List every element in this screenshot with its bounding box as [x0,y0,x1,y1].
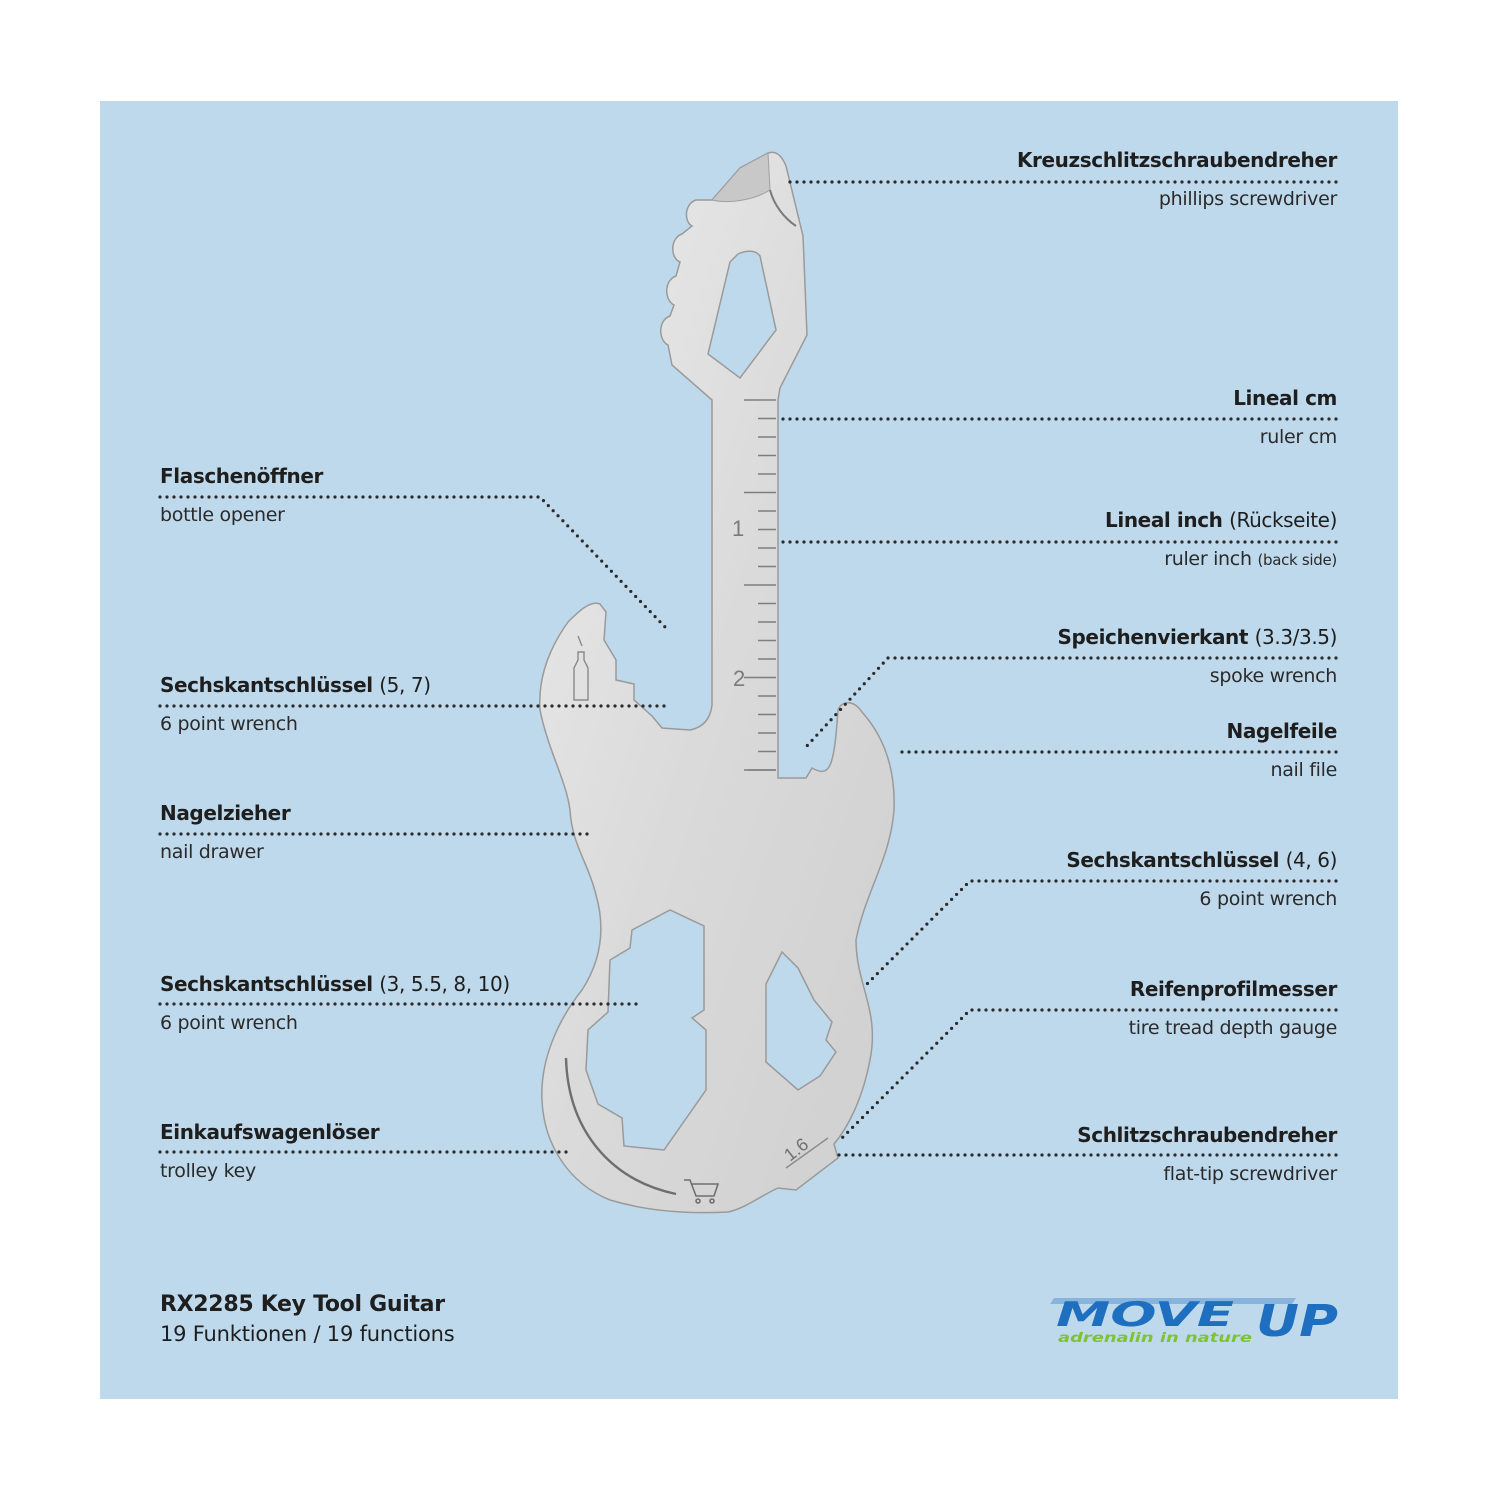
label-nailfile: Nagelfeile nail file [1226,719,1337,781]
phillips-tip-bevel [711,152,771,203]
leader-bottle [158,495,668,630]
leader-lines [158,180,1338,1157]
label-flat: Schlitzschraubendreher flat-tip screwdri… [1077,1123,1337,1185]
guitar-tool-outline [539,151,895,1214]
trolley-arc [564,1057,677,1196]
logo-word-up: UP [1256,1296,1338,1347]
label-tire: Reifenprofilmesser tire tread depth gaug… [1128,977,1338,1039]
label-nail-drawer: Nagelzieher nail drawer [160,801,291,863]
ruler-ticks [744,399,776,771]
phillips-tip-groove [769,189,797,227]
logo-tagline: adrenalin in nature [1058,1331,1252,1346]
logo-word-move: MOVE [1056,1295,1234,1335]
bottle-icon [573,635,589,701]
label-phillips: Kreuzschlitzschraubendreher phillips scr… [1016,148,1337,210]
ruler-mark-1: 1 [732,516,744,541]
leader-spoke [803,656,1338,750]
cart-icon [684,1179,720,1204]
label-wrench-big: Sechskantschlüssel (3, 5.5, 8, 10) 6 poi… [160,972,510,1034]
ruler-mark-2: 2 [733,666,745,691]
moveup-logo: MOVE UP adrenalin in nature [1050,1295,1338,1347]
product-subtitle: 19 Funktionen / 19 functions [160,1322,455,1346]
hex-wrench-large [585,909,707,1151]
headstock-hole [707,250,777,380]
label-ruler-cm: Lineal cm ruler cm [1233,386,1337,448]
label-ruler-inch: Lineal inch (Rückseite) ruler inch (back… [1105,508,1337,570]
label-spoke: Speichenvierkant (3.3/3.5) spoke wrench [1057,625,1338,687]
leader-tire [836,1008,1338,1144]
hex-wrench-small [765,950,837,1091]
label-wrench46: Sechskantschlüssel (4, 6) 6 point wrench [1066,848,1337,910]
label-trolley: Einkaufswagenlöser trolley key [160,1120,380,1182]
product-name: RX2285 Key Tool Guitar [160,1292,445,1317]
gauge-edge [785,1137,829,1169]
label-bottle: Flaschenöffner bottle opener [160,464,324,526]
label-wrench57: Sechskantschlüssel (5, 7) 6 point wrench [160,673,431,735]
